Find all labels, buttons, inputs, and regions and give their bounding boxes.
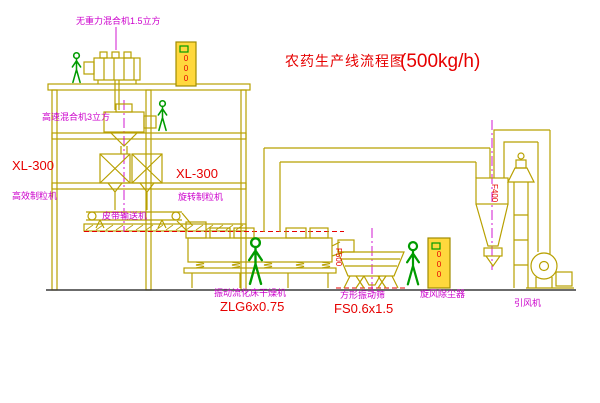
chimney-stack <box>507 152 535 288</box>
label-gravity-free-mixer: 无重力混合机1.5立方 <box>76 15 161 26</box>
diagram-title: 农药生产线流程图 <box>285 53 405 69</box>
cabinet-1-text: 000 <box>182 54 191 84</box>
label-high-speed-mixer: 高速混合机3立方 <box>42 111 110 122</box>
dryer-discharge-chute <box>331 241 345 257</box>
label-dryer-model: ZLG6x0.75 <box>220 299 284 314</box>
high-speed-mixer <box>103 103 157 154</box>
belt-conveyor <box>86 211 193 232</box>
screen-springs <box>355 275 387 289</box>
person-screen-area <box>406 241 420 286</box>
cabinet-2-lamp <box>431 242 441 250</box>
label-granulator-left-model: XL-300 <box>12 158 54 173</box>
gravity-free-mixer <box>83 51 141 110</box>
label-screen-model: FS0.6x1.5 <box>334 301 393 316</box>
granulator-left <box>99 153 131 210</box>
duct-size-label-screen: F500 <box>334 248 343 267</box>
person-roof <box>71 52 82 84</box>
label-belt-conveyor: 皮带输送机 <box>102 210 147 221</box>
dryer-springs <box>195 261 331 269</box>
person-ground <box>247 237 264 286</box>
cabinet-2-text: 000 <box>435 250 444 280</box>
label-cyclone-name: 旋风除尘器 <box>420 288 465 299</box>
cabinet-1-lamp <box>179 45 189 53</box>
person-floor2 <box>157 100 168 132</box>
exhaust-duct <box>263 147 491 232</box>
diagram-title-capacity: (500kg/h) <box>400 51 480 72</box>
duct-size-label-cyclone: F400 <box>490 184 499 203</box>
label-granulator-mid-name: 旋转制粒机 <box>178 191 223 202</box>
granulator-right <box>131 153 163 210</box>
control-cabinet-1 <box>175 41 197 87</box>
label-granulator-mid-model: XL-300 <box>176 166 218 181</box>
fluid-bed-dryer <box>183 221 345 288</box>
cyclone-outlet-duct <box>493 129 551 254</box>
vibrating-screen <box>337 239 405 289</box>
label-granulator-left-name: 高效制粒机 <box>12 190 57 201</box>
label-dryer-name: 振动流化床干燥机 <box>214 287 286 298</box>
induced-draft-fan <box>526 252 574 289</box>
cyclone-separator <box>475 129 551 268</box>
label-screen-name: 方形振动筛 <box>340 289 385 300</box>
label-fan-name: 引风机 <box>514 297 541 308</box>
control-cabinet-2 <box>427 237 451 289</box>
